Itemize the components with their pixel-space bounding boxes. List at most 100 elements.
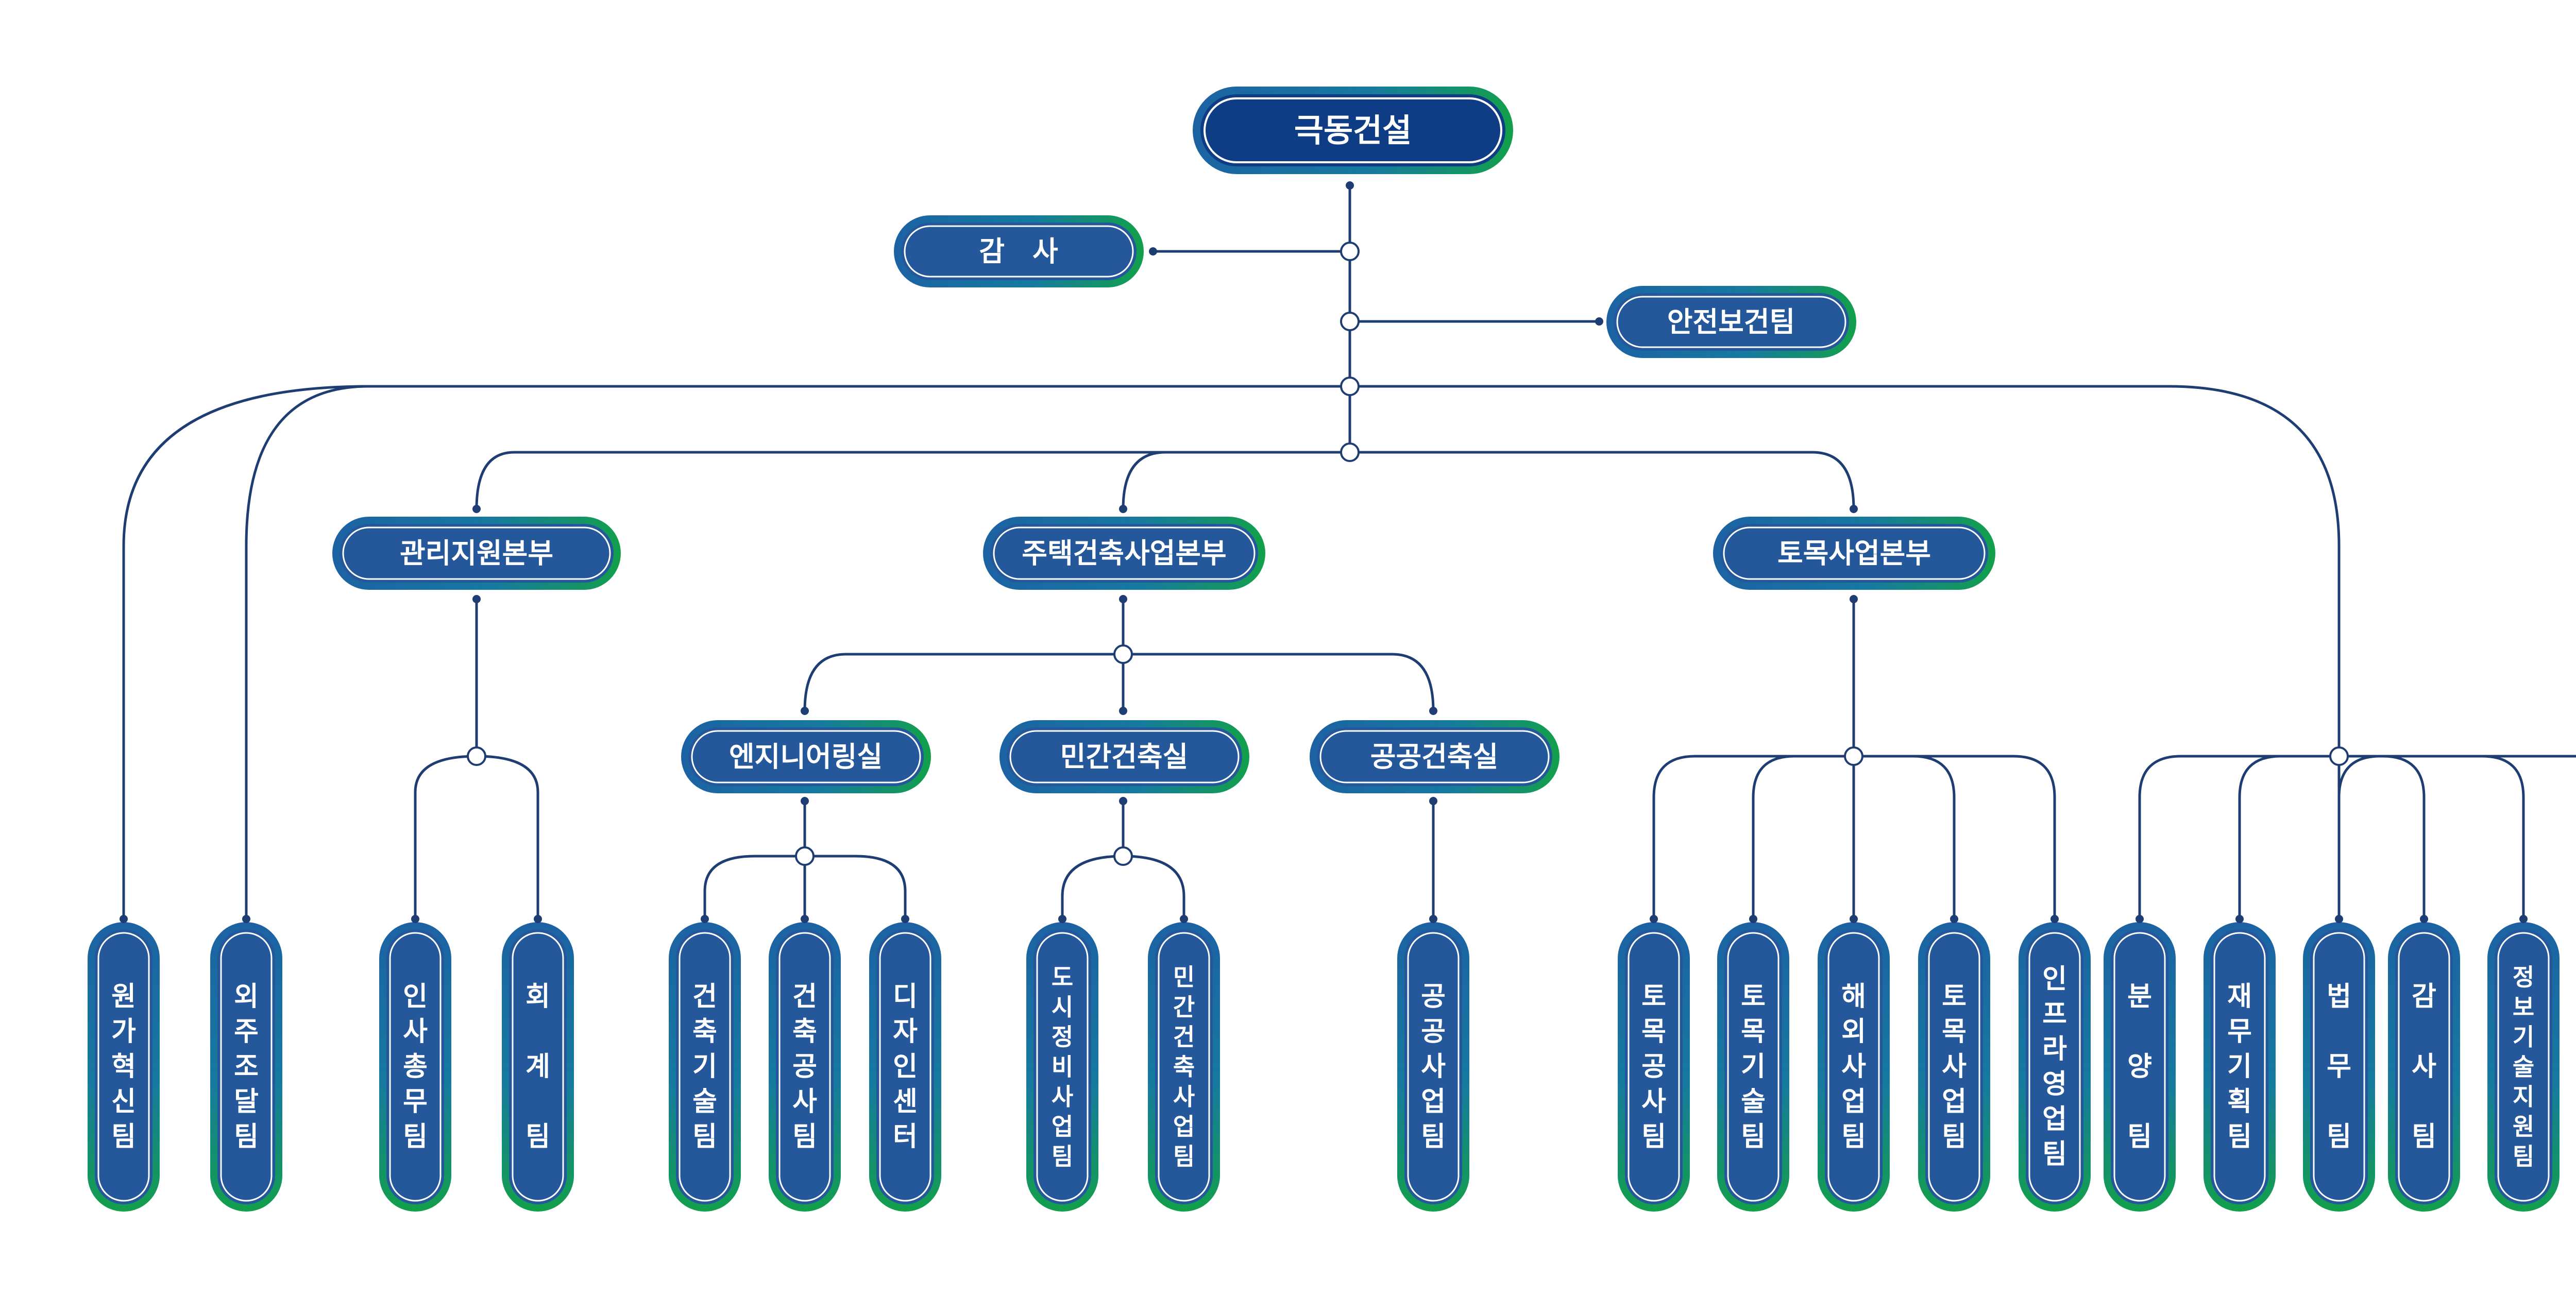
endpoint-dot: [1429, 707, 1437, 715]
junction-circle: [467, 746, 486, 766]
endpoint-dot: [1650, 915, 1658, 923]
endpoint-dot: [2050, 915, 2059, 923]
endpoint-dot: [1119, 797, 1127, 805]
audit-node: 감 사: [894, 215, 1144, 287]
engineering-office-label: 엔지니어링실: [729, 741, 883, 773]
junction-circle: [1844, 746, 1863, 766]
junction-circle: [1113, 644, 1133, 664]
safety-team-node: 안전보건팀: [1606, 286, 1856, 358]
civil-division-label: 토목사업본부: [1777, 537, 1931, 570]
civil-division-node: 토목사업본부: [1713, 517, 1995, 590]
endpoint-dot: [1149, 247, 1157, 256]
junction-circle: [1340, 312, 1360, 331]
management-division-node: 관리지원본부: [332, 517, 621, 590]
endpoint-dot: [801, 707, 809, 715]
ceo-label: 극동건설: [1294, 112, 1412, 149]
endpoint-dot: [901, 915, 909, 923]
endpoint-dot: [534, 915, 542, 923]
team-label-legal: 법 무 팀: [2327, 981, 2351, 1152]
junction-markers: [467, 242, 2349, 866]
endpoint-dots: [472, 181, 1858, 805]
team-node-legal: 법 무 팀: [2303, 915, 2375, 1212]
endpoint-dot: [2519, 915, 2528, 923]
team-node-audit-team: 감 사 팀: [2388, 915, 2460, 1212]
junction-circle: [2329, 746, 2349, 766]
endpoint-dot: [1950, 915, 1958, 923]
public-arch-office-node: 공공건축실: [1310, 720, 1560, 793]
team-label-audit-team: 감 사 팀: [2412, 981, 2436, 1152]
endpoint-dot: [411, 915, 419, 923]
endpoint-dot: [2420, 915, 2428, 923]
endpoint-dot: [2136, 915, 2144, 923]
management-division-label: 관리지원본부: [400, 537, 553, 570]
ceo-node: 극동건설: [1193, 87, 1513, 174]
junction-circle: [1340, 242, 1360, 261]
endpoint-dot: [472, 595, 481, 603]
safety-team-label: 안전보건팀: [1667, 306, 1795, 338]
endpoint-dot: [2235, 915, 2244, 923]
team-node-sales: 분 양 팀: [2104, 915, 2176, 1212]
endpoint-dot: [1429, 797, 1437, 805]
endpoint-dot: [801, 915, 809, 923]
private-arch-office-node: 민간건축실: [999, 720, 1249, 793]
endpoint-dot: [701, 915, 709, 923]
team-label-accounting: 회 계 팀: [526, 981, 550, 1152]
audit-label: 감 사: [979, 235, 1058, 268]
endpoint-dot: [801, 797, 809, 805]
endpoint-dot: [472, 505, 481, 513]
junction-circle: [1113, 846, 1133, 866]
endpoint-dot: [242, 915, 250, 923]
housing-division-label: 주택건축사업본부: [1022, 537, 1226, 570]
endpoint-dot: [1595, 317, 1603, 326]
endpoint-dot: [1850, 595, 1858, 603]
junction-circle: [795, 846, 815, 866]
endpoint-dot: [1119, 505, 1127, 513]
endpoint-dot: [1850, 505, 1858, 513]
connector-lines: [122, 184, 2576, 918]
team-label-sales: 분 양 팀: [2127, 981, 2152, 1152]
endpoint-dot: [1119, 595, 1127, 603]
private-arch-office-label: 민간건축실: [1060, 741, 1188, 773]
public-arch-office-label: 공공건축실: [1370, 741, 1498, 773]
housing-division-node: 주택건축사업본부: [983, 517, 1265, 590]
endpoint-dot: [120, 915, 128, 923]
endpoint-dot: [1180, 915, 1188, 923]
junction-circle: [1340, 377, 1360, 396]
team-node-accounting: 회 계 팀: [502, 915, 574, 1212]
org-nodes: 극동건설 감 사 안전보건팀 관리지원본부 주택건축사업본부: [88, 87, 2560, 1212]
junction-circle: [1340, 442, 1360, 462]
endpoint-dot: [1058, 915, 1066, 923]
endpoint-dot: [1119, 707, 1127, 715]
endpoint-dot: [1346, 181, 1354, 190]
